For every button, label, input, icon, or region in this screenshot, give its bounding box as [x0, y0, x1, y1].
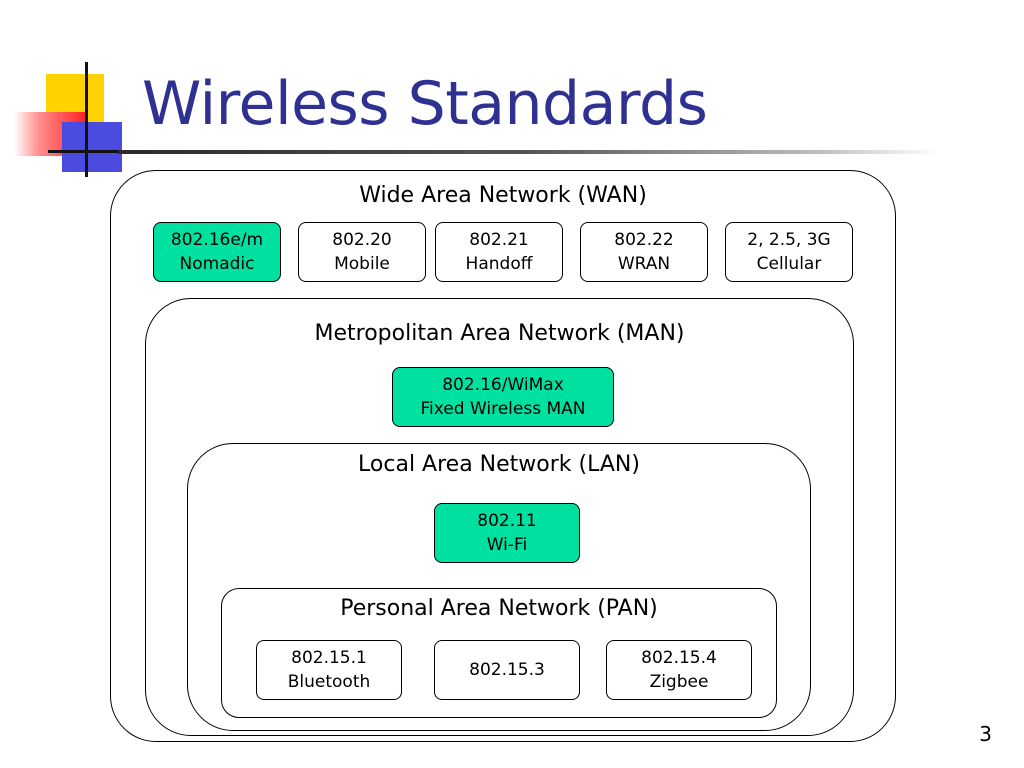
standard-number: 802.16e/m: [170, 230, 264, 250]
standard-description: Cellular: [756, 254, 822, 274]
standard-description: Zigbee: [649, 672, 709, 692]
page-number: 3: [979, 722, 992, 746]
standard-description: Mobile: [334, 254, 390, 274]
standard-number: 802.11: [477, 511, 537, 531]
standard-description: Handoff: [465, 254, 533, 274]
title-underline: [118, 150, 940, 154]
standard-number: 802.15.4: [641, 648, 717, 668]
standard-description: WRAN: [617, 254, 671, 274]
lan-title: Local Area Network (LAN): [358, 452, 640, 477]
standard-number: 802.16/WiMax: [442, 375, 564, 395]
standard-number: 802.21: [469, 230, 529, 250]
decorative-horizontal-line: [48, 150, 118, 153]
man-title: Metropolitan Area Network (MAN): [314, 321, 685, 346]
pan-title: Personal Area Network (PAN): [340, 596, 658, 621]
standard-description: Wi-Fi: [486, 535, 528, 555]
wan-title: Wide Area Network (WAN): [359, 183, 647, 208]
standard-description: Bluetooth: [287, 672, 371, 692]
standard-number: 802.20: [332, 230, 392, 250]
standard-description: Fixed Wireless MAN: [420, 399, 586, 419]
standard-number: 802.15.3: [469, 660, 545, 680]
decorative-blue-square: [62, 122, 122, 172]
decorative-vertical-line: [85, 62, 88, 177]
wan-standard-box: 2, 2.5, 3G Cellular: [725, 222, 853, 282]
slide-title: Wireless Standards: [142, 69, 708, 139]
standard-number: 802.15.1: [291, 648, 367, 668]
standard-number: 2, 2.5, 3G: [747, 230, 831, 250]
pan-standard-box: 802.15.3: [434, 640, 580, 700]
standard-number: 802.22: [614, 230, 674, 250]
standard-description: Nomadic: [179, 254, 255, 274]
